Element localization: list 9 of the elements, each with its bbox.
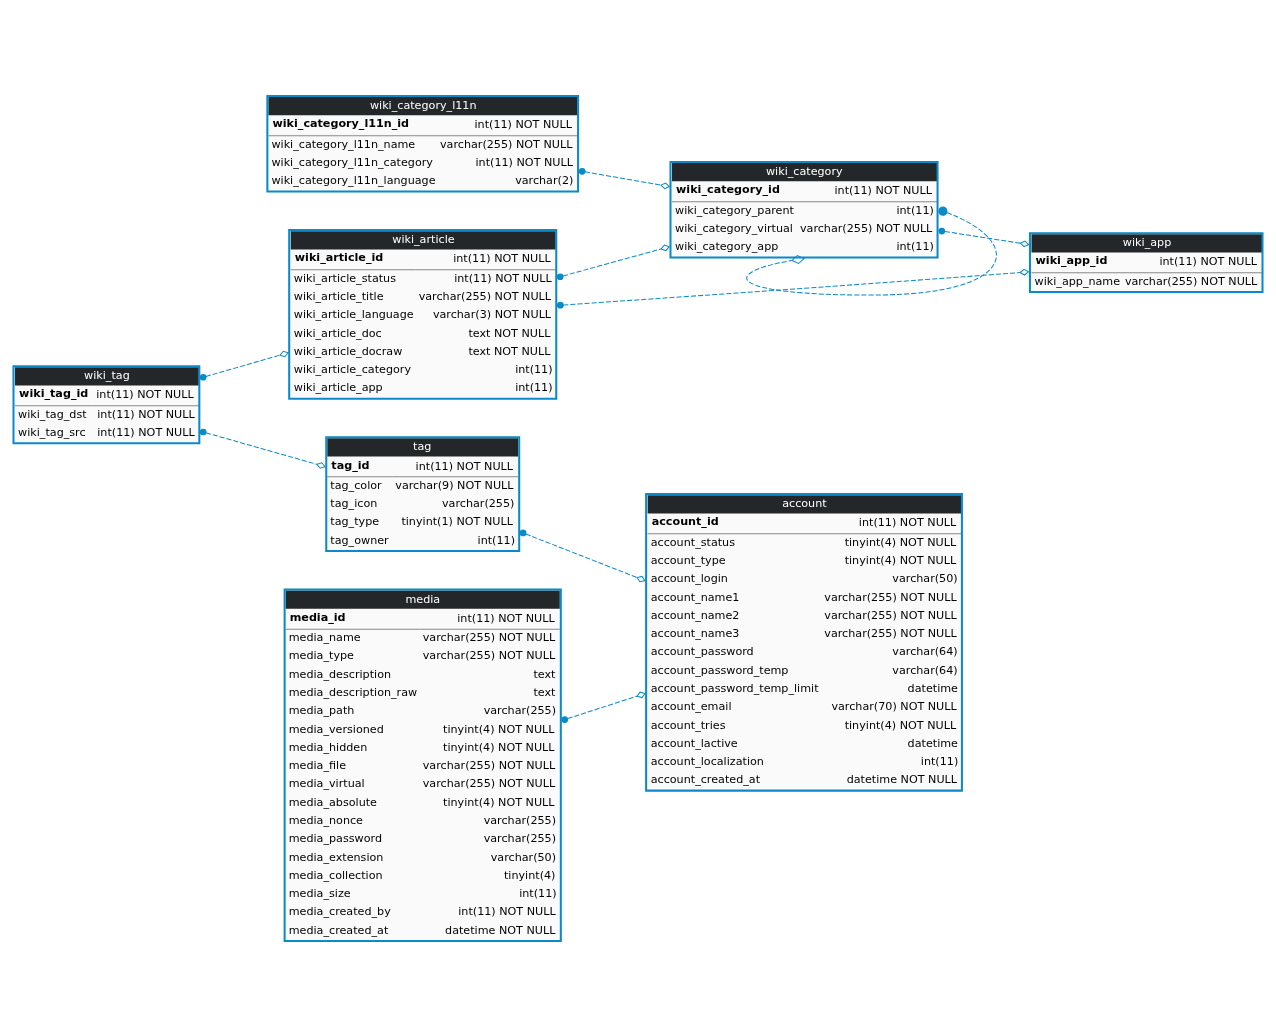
connector	[199, 428, 326, 469]
connector	[557, 268, 1030, 309]
connector	[561, 691, 646, 723]
connector	[519, 529, 646, 582]
connector	[746, 206, 997, 296]
connector	[199, 350, 290, 381]
connector	[578, 167, 671, 189]
connector	[938, 227, 1030, 247]
connector	[556, 244, 671, 280]
